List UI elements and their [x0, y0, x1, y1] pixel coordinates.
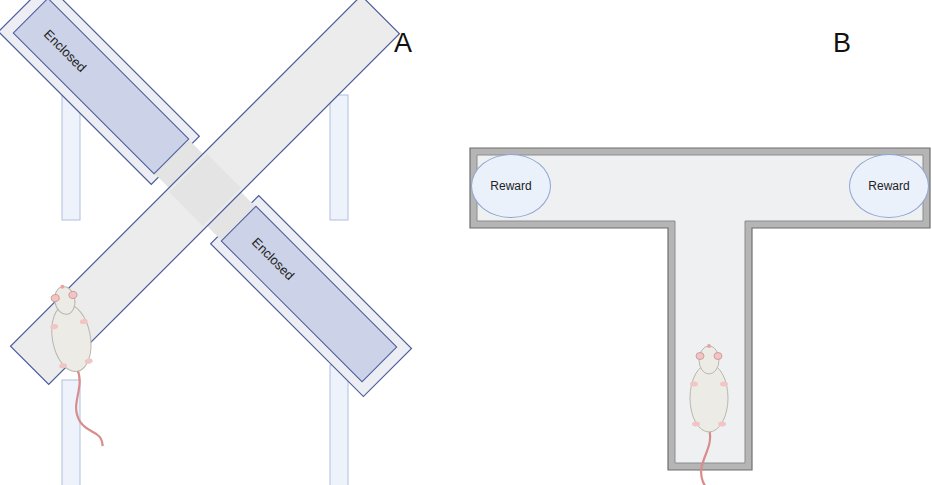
- reward-label: Reward: [868, 179, 909, 193]
- panel-letter: A: [394, 28, 412, 59]
- enclosed-arm: Enclosed: [221, 206, 398, 383]
- enclosed-arm: Enclosed: [13, 0, 190, 174]
- reward-zone: Reward: [849, 154, 929, 218]
- reward-label: Reward: [490, 179, 531, 193]
- rat: [43, 281, 109, 451]
- arm-label: Enclosed: [249, 234, 297, 282]
- rat: [690, 344, 728, 485]
- reward-zone: Reward: [471, 154, 551, 218]
- arm-label: Enclosed: [41, 26, 89, 74]
- panel-letter: B: [833, 28, 851, 59]
